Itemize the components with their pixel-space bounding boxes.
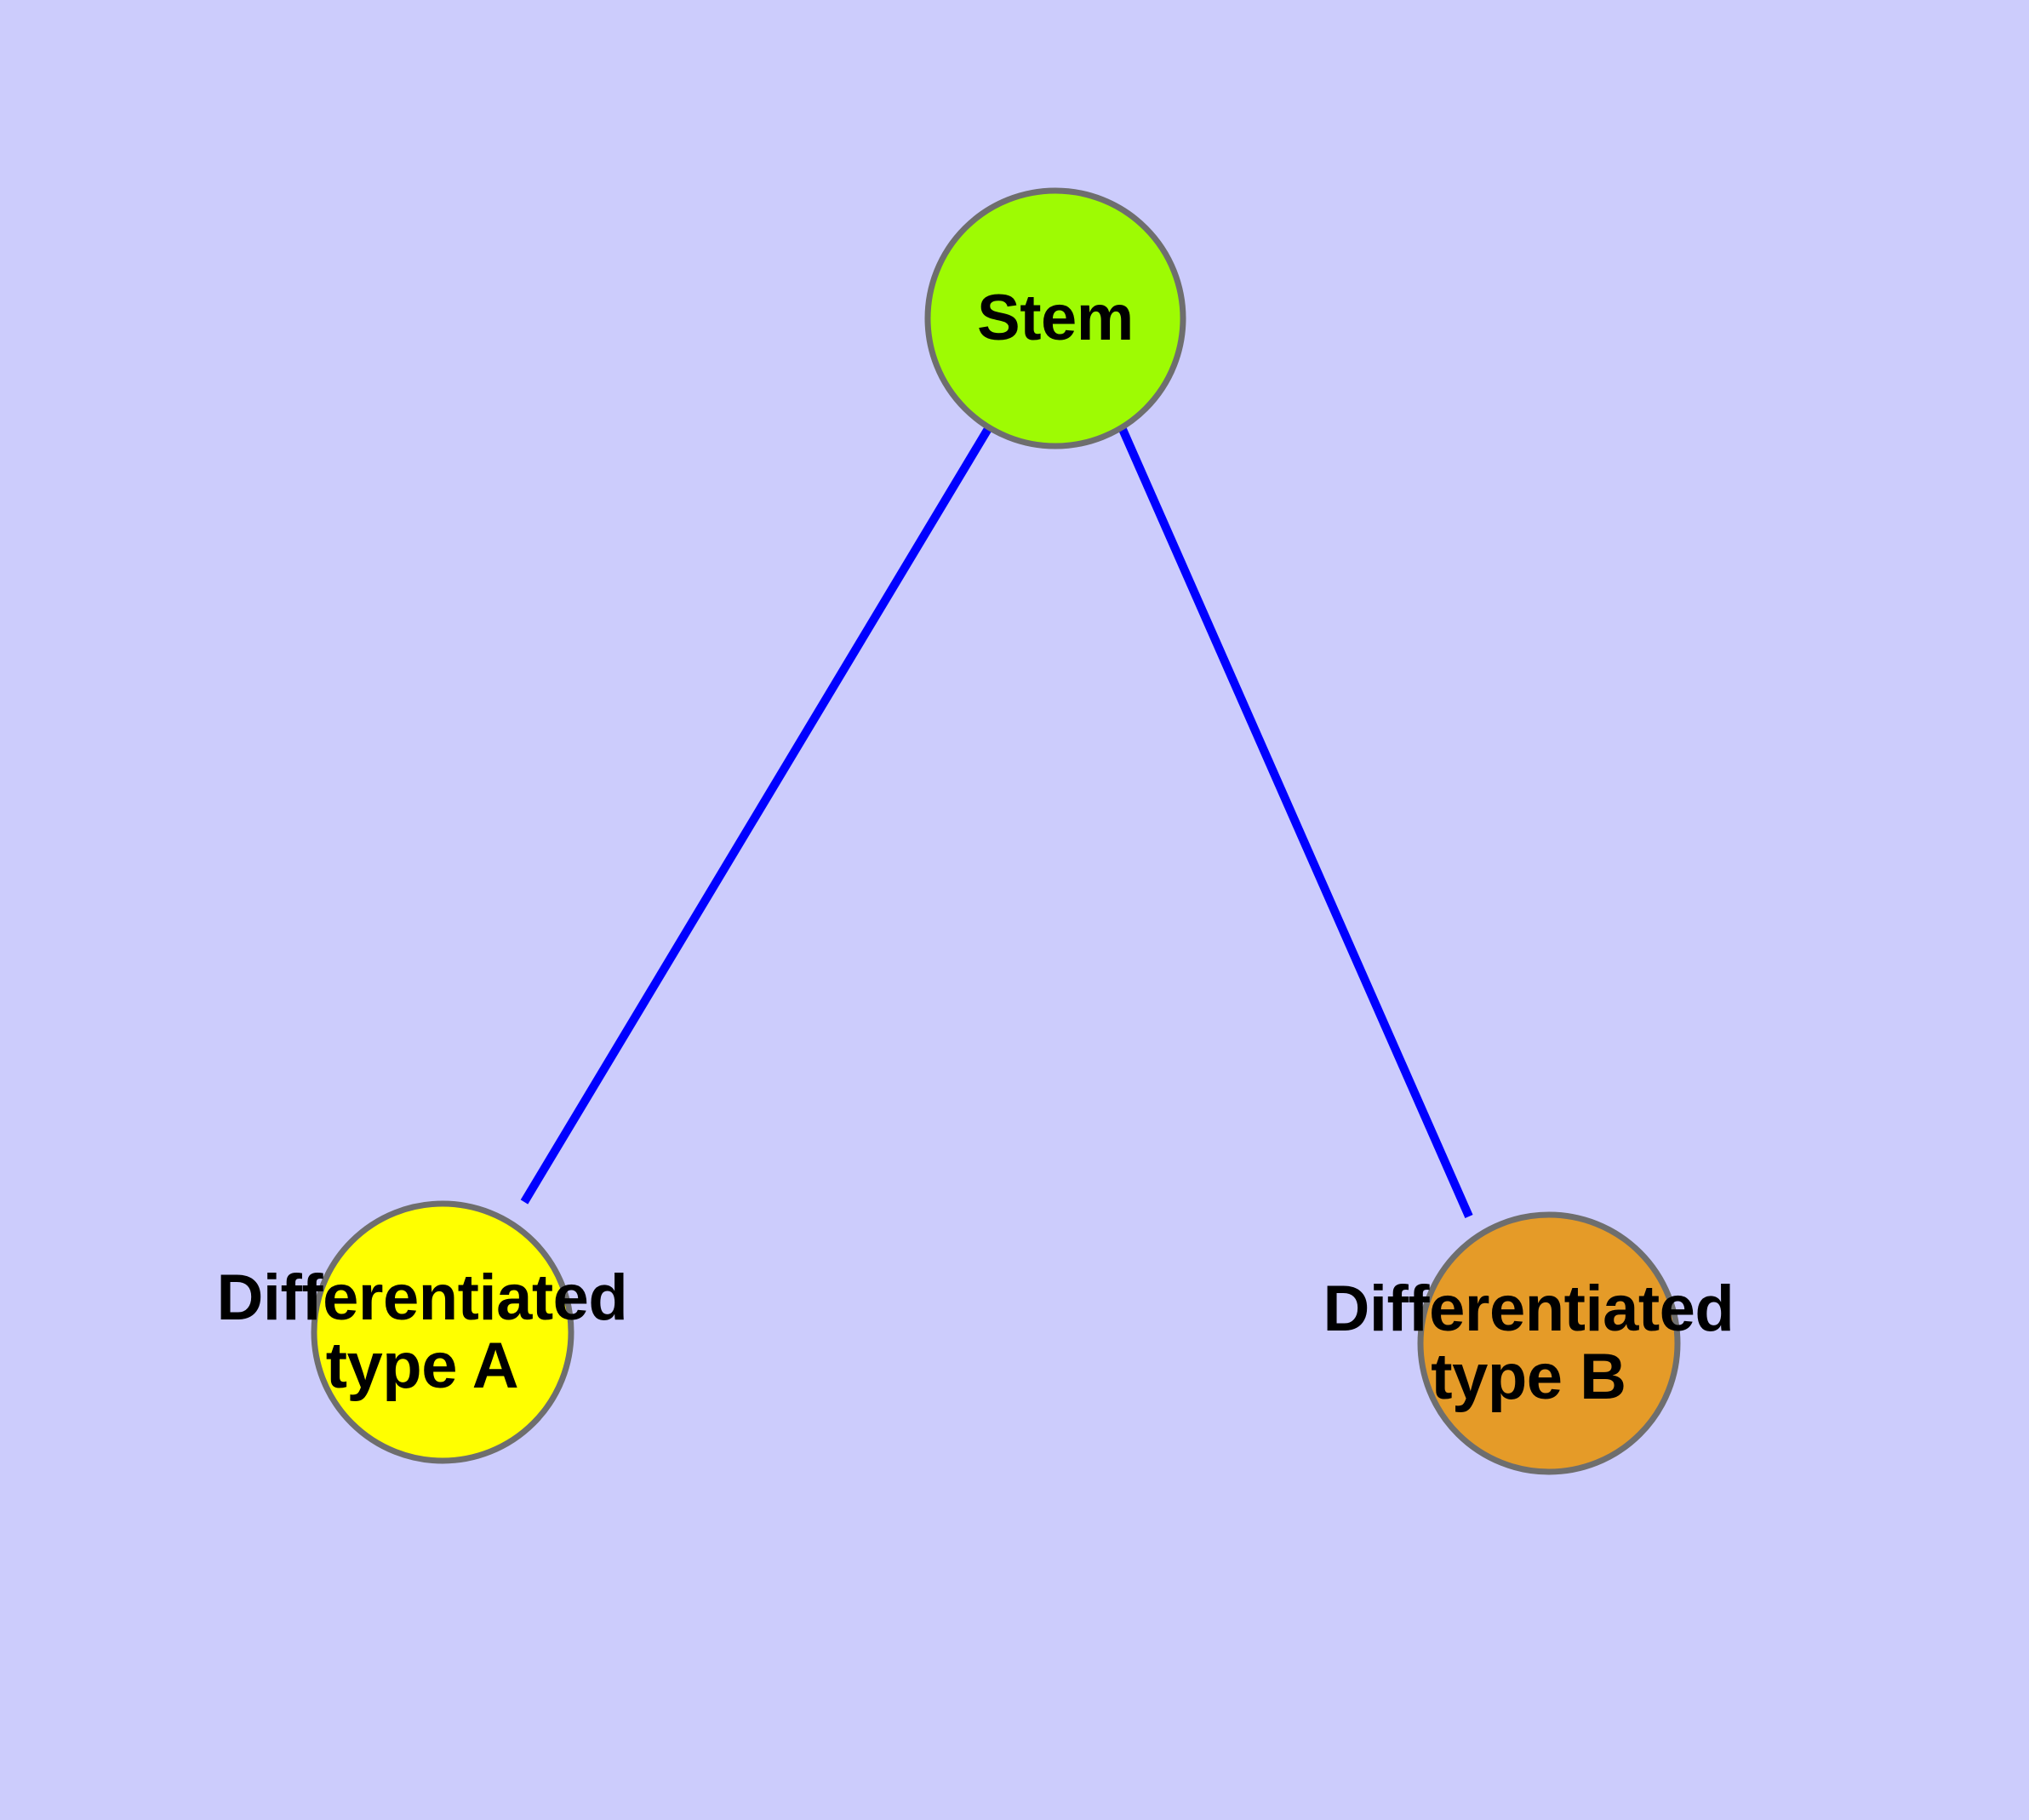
edge-stem-to-diff-a	[520, 425, 993, 1205]
node-diff-a[interactable]	[311, 1200, 574, 1464]
node-diff-b[interactable]	[1417, 1211, 1681, 1475]
nodes-group	[311, 187, 1681, 1475]
node-stem[interactable]	[924, 187, 1186, 449]
edge-stem-to-diff-b	[1117, 425, 1473, 1219]
edges-group	[520, 425, 1473, 1219]
